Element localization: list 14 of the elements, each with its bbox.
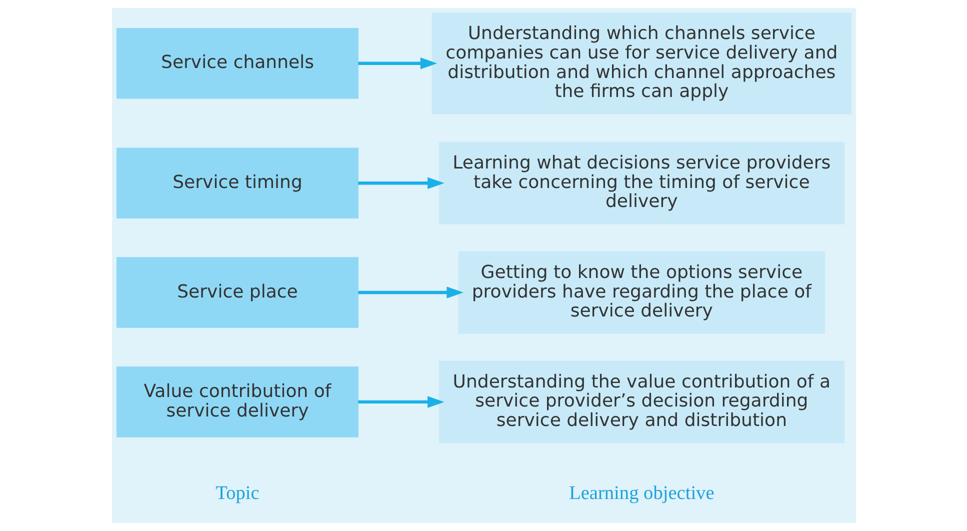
label: Topic <box>215 483 259 504</box>
arrow <box>358 396 444 408</box>
arrow <box>358 286 463 298</box>
node-box: Service channels <box>116 28 358 99</box>
node-box: Understanding the value contribution of a service provider’s decision regarding service delivery and distribution <box>438 360 844 444</box>
node-box: Service place <box>116 257 358 328</box>
node-box: Service timing <box>116 148 358 219</box>
arrow <box>358 177 444 189</box>
node-box: Getting to know the options service providers have regarding the place of service delivery <box>458 251 825 334</box>
label: Learning objective <box>568 483 714 504</box>
node-box: Learning what decisions service providers take concerning the timing of service delivery <box>438 142 844 224</box>
arrow <box>358 58 437 70</box>
node-box: Understanding which channels service companies can use for service delivery and distribution and which channel approaches the firms can apply <box>431 12 851 114</box>
node-box: Value contribution of service delivery <box>116 366 358 438</box>
